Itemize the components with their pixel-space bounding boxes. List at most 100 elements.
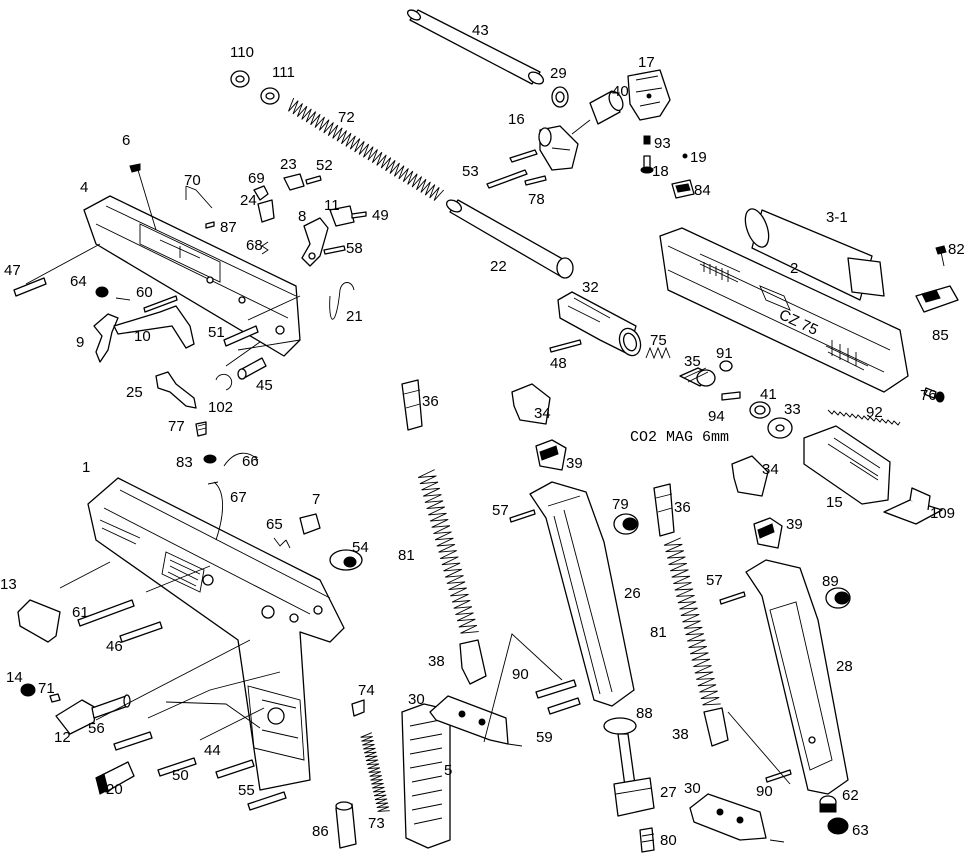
part-label: 90 (756, 783, 773, 800)
spring-21 (329, 282, 355, 320)
part-24 (257, 199, 275, 223)
part-23 (283, 173, 305, 191)
part-label: 48 (550, 355, 567, 372)
part-label: 71 (38, 680, 55, 697)
spring-75 (645, 346, 671, 360)
pin-61 (77, 599, 135, 627)
pin-51 (223, 325, 259, 347)
trigger-9 (93, 313, 119, 363)
part-label: 12 (54, 729, 71, 746)
spring-81-right (663, 537, 721, 706)
part-label: 38 (428, 653, 445, 670)
part-label: 13 (0, 576, 17, 593)
part-label: 3-1 (826, 209, 848, 226)
clip-102 (215, 373, 233, 391)
part-label: 57 (492, 502, 509, 519)
part-label: 59 (536, 729, 553, 746)
part-label: 88 (636, 705, 653, 722)
magazine-28 (745, 559, 849, 795)
part-label: 109 (930, 505, 955, 522)
part-label: 86 (312, 823, 329, 840)
pin-44 (215, 759, 255, 779)
grip-screw-54 (329, 549, 363, 571)
spring-66 (223, 452, 259, 467)
part-label: 29 (550, 65, 567, 82)
rear-sight-85 (915, 285, 959, 313)
part-label: 39 (786, 516, 803, 533)
pin-59b (547, 697, 581, 715)
part-label: 25 (126, 384, 143, 401)
part-label: 49 (372, 207, 389, 224)
part-label: 57 (706, 572, 723, 589)
part-label: 72 (338, 109, 355, 126)
part-label: 58 (346, 240, 363, 257)
part-71 (49, 693, 61, 703)
part-label: 16 (508, 111, 525, 128)
hammer-16 (538, 125, 579, 171)
part-label: 10 (134, 328, 151, 345)
part-label: 65 (266, 516, 283, 533)
part-label: 75 (650, 332, 667, 349)
part-11 (329, 205, 355, 227)
pin-47 (13, 277, 47, 297)
part-label: 89 (822, 573, 839, 590)
part-label: 69 (248, 170, 265, 187)
screw-77 (195, 421, 207, 437)
lip-34-right (731, 455, 769, 497)
spring-70 (185, 185, 213, 209)
hammer-36-right (653, 483, 675, 537)
pin-60 (143, 295, 178, 313)
pin-45 (237, 357, 267, 380)
spring-68 (261, 241, 269, 255)
oring-91 (719, 360, 733, 372)
slide-2: CZ 75 (659, 227, 909, 393)
slide-stop-13 (17, 599, 61, 643)
part-label: 73 (368, 815, 385, 832)
pin-56 (113, 731, 153, 751)
block-39-left (535, 439, 567, 471)
lip-34-left (511, 383, 551, 425)
part-label: 18 (652, 163, 669, 180)
part-label: 19 (690, 149, 707, 166)
part-label: 11 (324, 197, 340, 214)
part-label: 4 (80, 179, 88, 196)
part-label: 87 (220, 219, 237, 236)
part-label: 76 (920, 387, 937, 404)
part-label: 90 (512, 666, 529, 683)
lever-25 (155, 371, 197, 409)
part-label: 27 (660, 784, 677, 801)
pin-50 (157, 757, 197, 777)
safety-12 (55, 694, 131, 735)
part-label: 92 (866, 404, 883, 421)
part-label: 7 (312, 491, 320, 508)
part-label: 77 (168, 418, 185, 435)
part-label: 66 (242, 453, 259, 470)
spring-81-left (418, 469, 479, 634)
base-plate-30-right (689, 793, 767, 841)
part-label: 55 (238, 782, 255, 799)
pin-87 (205, 221, 215, 229)
part-label: 30 (684, 780, 701, 797)
part-label: 81 (650, 624, 667, 641)
caption-co2-mag: CO2 MAG 6mm (630, 429, 729, 446)
hopup-block-17 (627, 69, 671, 121)
part-label: 26 (624, 585, 641, 602)
part-label: 62 (842, 787, 859, 804)
part-83 (203, 454, 217, 464)
cap-74 (351, 699, 365, 717)
valve-27 (613, 777, 655, 817)
recoil-spring-72 (288, 97, 445, 201)
part-label: 8 (298, 208, 306, 225)
part-label: 79 (612, 496, 629, 513)
part-label: 70 (184, 172, 201, 189)
part-label: 64 (70, 273, 87, 290)
part-label: 80 (660, 832, 677, 849)
part-label: 24 (240, 192, 257, 209)
part-label: 85 (932, 327, 949, 344)
part-label: 50 (172, 767, 189, 784)
pin-90-right (765, 769, 792, 783)
screw-6 (129, 163, 157, 231)
part-label: 46 (106, 638, 123, 655)
pin-52 (305, 175, 322, 185)
